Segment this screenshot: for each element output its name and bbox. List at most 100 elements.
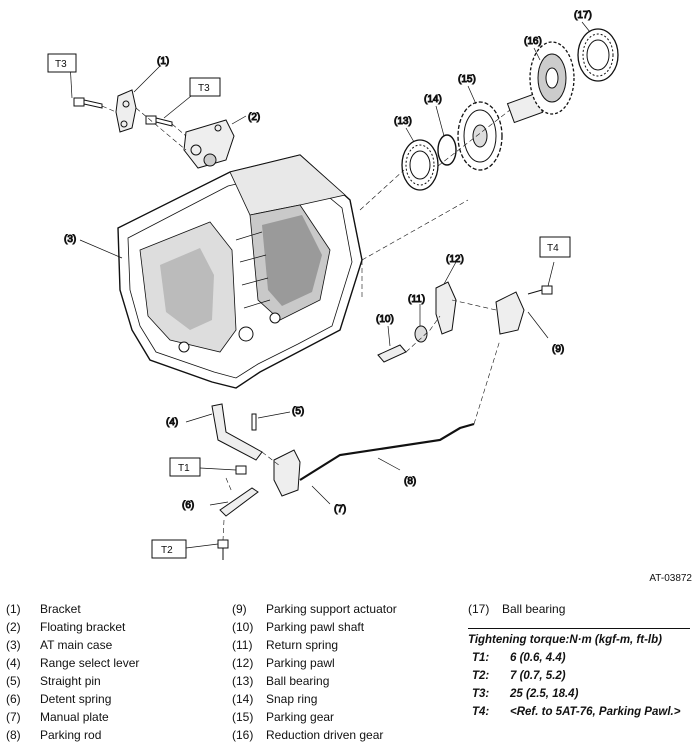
legend-item-label: Floating bracket	[40, 620, 126, 634]
torque-key: T3:	[472, 688, 490, 700]
legend-item-label: Detent spring	[40, 692, 112, 706]
legend-item: (4) Range select lever	[6, 654, 139, 672]
legend-item-number: (10)	[232, 620, 254, 634]
callout-9: (9)	[552, 344, 564, 355]
at-main-case-drawing	[117, 154, 363, 389]
legend-item-label: Return spring	[266, 638, 339, 652]
legend-item-label: Parking support actuator	[266, 602, 397, 616]
t3-bolt-b-drawing	[145, 115, 173, 127]
torque-value: 25 (2.5, 18.4)	[510, 688, 579, 700]
legend-item-label: Straight pin	[40, 674, 101, 688]
svg-text:T4: T4	[547, 243, 559, 254]
legend-item-number: (1)	[6, 602, 21, 616]
legend-item-number: (16)	[232, 728, 254, 742]
snap-ring-drawing	[437, 134, 457, 166]
callout-17: (17)	[574, 10, 592, 21]
legend-item-number: (4)	[6, 656, 21, 670]
legend-item-number: (5)	[6, 674, 21, 688]
legend-item: (7) Manual plate	[6, 708, 139, 726]
legend-item-label: Manual plate	[40, 710, 109, 724]
svg-text:T1: T1	[178, 463, 190, 474]
legend-item-number: (14)	[232, 692, 254, 706]
t2-bolt-drawing	[217, 539, 229, 560]
exploded-view-diagram: (1) (2) (3) (13) (14) (15) (16) (17) (12…	[47, 10, 619, 560]
legend-item-number: (12)	[232, 656, 254, 670]
legend-column-2: (9) Parking support actuator (10) Parking p…	[232, 600, 397, 744]
torque-tag-t4: T4	[539, 236, 571, 258]
callout-12: (12)	[446, 254, 464, 265]
callout-2: (2)	[248, 112, 260, 123]
svg-text:T2: T2	[161, 545, 173, 556]
callout-7: (7)	[334, 504, 346, 515]
legend-item-label: Snap ring	[266, 692, 318, 706]
legend-item-label: Parking pawl	[266, 656, 335, 670]
svg-text:T3: T3	[55, 59, 67, 70]
legend-item: (9) Parking support actuator	[232, 600, 397, 618]
tightening-torque-table: Tightening torque:N·m (kgf-m, ft-lb) T1:…	[468, 628, 690, 721]
legend-item-label: Ball bearing	[502, 602, 566, 616]
legend-item: (11) Return spring	[232, 636, 397, 654]
t4-bolt-drawing	[527, 285, 553, 295]
legend-item-number: (3)	[6, 638, 21, 652]
legend-item-label: Ball bearing	[266, 674, 330, 688]
legend-item-label: Parking pawl shaft	[266, 620, 365, 634]
straight-pin-drawing	[251, 413, 257, 431]
callout-4: (4)	[166, 417, 178, 428]
legend-item-number: (8)	[6, 728, 21, 742]
legend-item-label: AT main case	[40, 638, 113, 652]
return-spring-drawing	[414, 325, 428, 343]
bracket-drawing	[115, 89, 137, 133]
legend-item-label: Parking rod	[40, 728, 102, 742]
alignment-lines	[101, 105, 511, 541]
legend-item-number: (6)	[6, 692, 21, 706]
t3-bolt-a-drawing	[73, 97, 103, 109]
callout-13: (13)	[394, 116, 412, 127]
callout-14: (14)	[424, 94, 442, 105]
legend-item: (2)Floating bracket	[6, 618, 139, 636]
torque-key: T4:	[472, 706, 490, 718]
legend-item-number: (7)	[6, 710, 21, 724]
legend-item: (6) Detent spring	[6, 690, 139, 708]
callout-16: (16)	[524, 36, 542, 47]
manual-plate-drawing	[273, 449, 301, 497]
t1-bolt-drawing	[235, 465, 247, 475]
legend-item: (10) Parking pawl shaft	[232, 618, 397, 636]
callout-15: (15)	[458, 74, 476, 85]
torque-row: T4: <Ref. to 5AT-76, Parking Pawl.>	[468, 703, 690, 721]
legend-item-label: Parking gear	[266, 710, 335, 724]
legend-item-number: (9)	[232, 602, 247, 616]
legend-item: (15) Parking gear	[232, 708, 397, 726]
legend-item: (16) Reduction driven gear	[232, 726, 397, 744]
legend-item: (1) Bracket	[6, 600, 139, 618]
detent-spring-drawing	[219, 487, 259, 517]
torque-heading: Tightening torque:N·m (kgf-m, ft-lb)	[468, 634, 662, 646]
range-select-lever-drawing	[211, 403, 263, 461]
torque-row: T2:7 (0.7, 5.2)	[468, 667, 690, 685]
legend-item-number: (15)	[232, 710, 254, 724]
torque-tag-t2: T2	[151, 539, 187, 559]
torque-value: 7 (0.7, 5.2)	[510, 670, 566, 682]
legend-item-label: Bracket	[40, 602, 81, 616]
callout-11: (11)	[408, 294, 425, 305]
legend-item-label: Reduction driven gear	[266, 728, 384, 742]
callout-6: (6)	[182, 500, 194, 511]
legend-item: (13)Ball bearing	[232, 672, 397, 690]
torque-tag-t3-right: T3	[189, 77, 221, 97]
leader-lines	[69, 21, 591, 549]
callout-10: (10)	[376, 314, 394, 325]
callout-8: (8)	[404, 476, 416, 487]
legend-item-number: (11)	[232, 638, 253, 652]
parking-support-actuator-drawing	[495, 291, 525, 335]
legend-item-number: (17)	[468, 602, 490, 616]
legend-item-label: Range select lever	[40, 656, 140, 670]
callout-3: (3)	[64, 234, 76, 245]
parking-gear-drawing	[457, 101, 503, 171]
torque-row: T1:6 (0.6, 4.4)	[468, 649, 690, 667]
callout-5: (5)	[292, 406, 304, 417]
legend-column-3: (17) Ball bearing Tightening torque:N·m (…	[468, 600, 690, 721]
torque-tag-t3-left: T3	[47, 53, 77, 73]
ball-bearing-13-drawing	[401, 139, 439, 191]
torque-value: <Ref. to 5AT-76, Parking Pawl.>	[510, 706, 681, 718]
legend-item: (8) Parking rod	[6, 726, 139, 744]
callout-1: (1)	[157, 56, 169, 67]
